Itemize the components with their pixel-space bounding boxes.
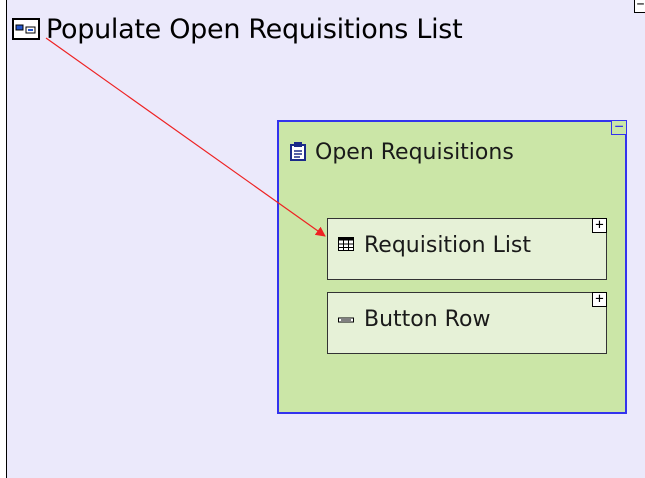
requisition-list-title: Requisition List [364, 233, 532, 258]
outer-collapse-toggle[interactable]: − [634, 0, 645, 13]
container-title: Open Requisitions [315, 140, 514, 165]
form-icon [12, 18, 40, 40]
outer-node-header: Populate Open Requisitions List [12, 12, 463, 46]
container-header: Open Requisitions [289, 140, 514, 165]
requisition-list-expand-toggle[interactable]: + [592, 218, 607, 233]
table-icon [338, 236, 354, 255]
requisition-list-header: Requisition List [338, 233, 531, 258]
requisition-list-node[interactable]: + Requisition List [327, 218, 607, 280]
button-row-expand-toggle[interactable]: + [592, 292, 607, 307]
outer-node-title: Populate Open Requisitions List [46, 13, 463, 45]
clipboard-icon [289, 141, 307, 165]
button-row-icon [338, 310, 354, 329]
button-row-node[interactable]: + Button Row [327, 292, 607, 354]
open-requisitions-container[interactable]: − Open Requisitions + [277, 119, 627, 414]
button-row-header: Button Row [338, 307, 490, 332]
container-collapse-toggle[interactable]: − [611, 119, 627, 135]
button-row-title: Button Row [364, 307, 491, 332]
